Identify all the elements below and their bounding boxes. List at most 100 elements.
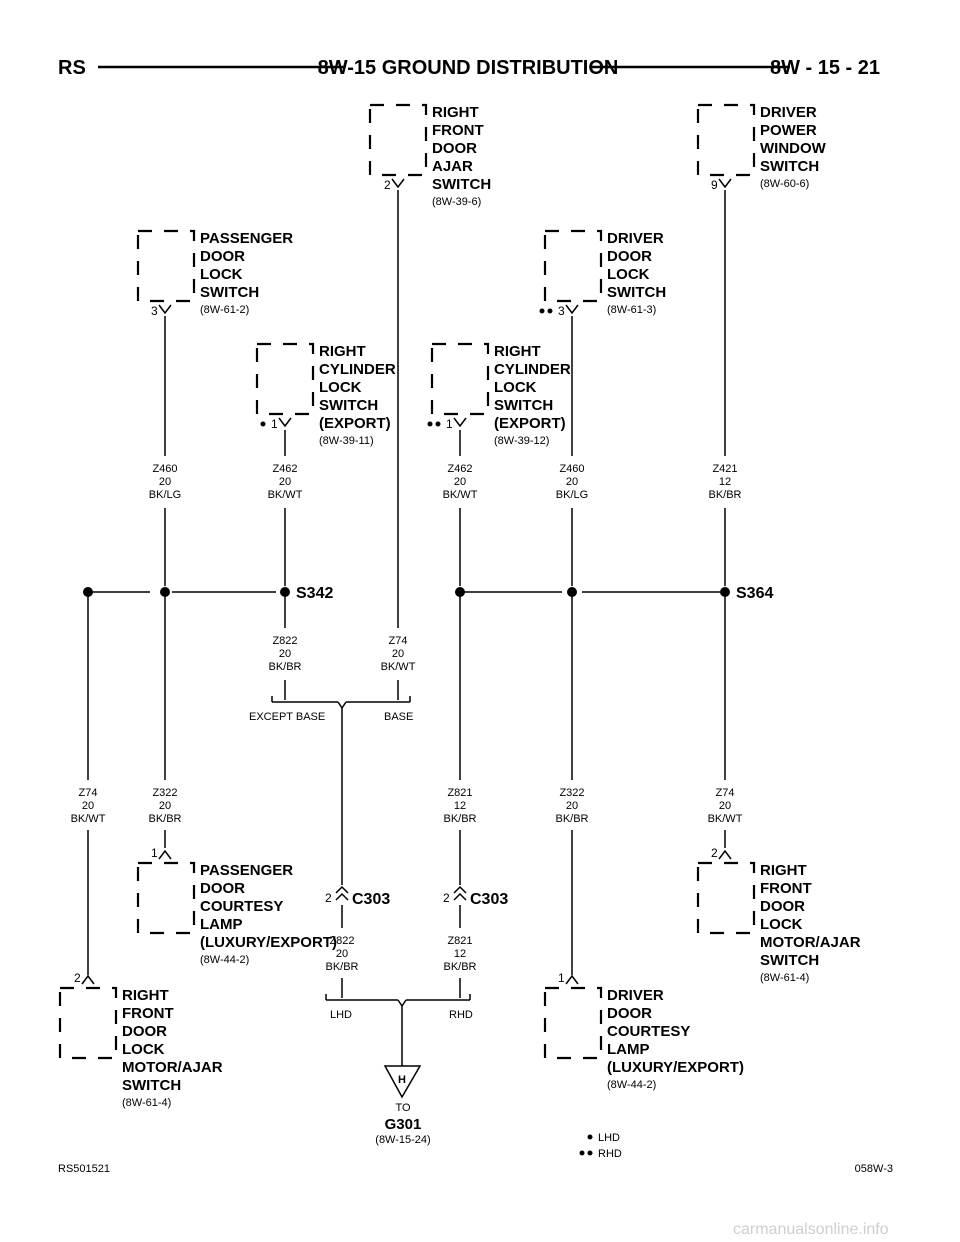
option-dot (539, 308, 545, 314)
component-label-line: LAMP (200, 916, 243, 933)
component-ref: (8W-61-2) (200, 304, 249, 316)
wire-label-line: BK/BR (268, 661, 301, 673)
pin-number: 1 (271, 417, 278, 431)
footer-left: RS501521 (58, 1163, 110, 1175)
wire-label-line: BK/WT (443, 489, 478, 501)
component-rcyl-lock-lhd: RIGHTCYLINDERLOCKSWITCH(EXPORT)(8W-39-11… (255, 342, 396, 447)
splice-node (567, 587, 577, 597)
components: RIGHTFRONTDOORAJARSWITCH(8W-39-6)2DRIVER… (58, 103, 861, 1109)
wire-label-line: 20 (279, 476, 291, 488)
component-label-line: DOOR (200, 880, 245, 897)
ground-symbol (383, 1065, 422, 1099)
splice-node (720, 587, 730, 597)
header-page: 8W - 15 - 21 (770, 57, 880, 79)
ground-marker: H (398, 1074, 406, 1086)
component-ref: (8W-61-3) (607, 304, 656, 316)
wire-label-line: Z822 (272, 635, 297, 647)
component-rf-lock-motor-right: RIGHTFRONTDOORLOCKMOTOR/AJARSWITCH(8W-61… (696, 846, 861, 984)
component-rcyl-lock-rhd: RIGHTCYLINDERLOCKSWITCH(EXPORT)(8W-39-12… (427, 342, 571, 447)
component-ref: (8W-44-2) (607, 1079, 656, 1091)
component-label-line: FRONT (432, 122, 484, 139)
component-label-line: LOCK (122, 1041, 165, 1058)
ground-to: TO (395, 1102, 411, 1114)
component-label-line: RIGHT (760, 862, 807, 879)
wire-label-line: BK/WT (71, 813, 106, 825)
wire-label-line: BK/LG (149, 489, 181, 501)
pin-number: 2 (384, 178, 391, 192)
component-label-line: (EXPORT) (494, 415, 566, 432)
component-label-line: DOOR (432, 140, 477, 157)
ground-ref: (8W-15-24) (375, 1134, 430, 1146)
component-label-line: LOCK (494, 379, 537, 396)
splice-node (83, 587, 93, 597)
component-label-line: LAMP (607, 1041, 650, 1058)
wire-label-line: 20 (566, 476, 578, 488)
option-base: BASE (384, 711, 413, 723)
component-box (136, 861, 196, 935)
component-rf-lock-motor-left: RIGHTFRONTDOORLOCKMOTOR/AJARSWITCH(8W-61… (58, 971, 223, 1109)
component-label-line: PASSENGER (200, 862, 293, 879)
component-box (368, 103, 428, 177)
wire-label-line: BK/BR (443, 813, 476, 825)
wire-label-line: 20 (279, 648, 291, 660)
component-label-line: (EXPORT) (319, 415, 391, 432)
component-ref: (8W-44-2) (200, 954, 249, 966)
component-label-line: (LUXURY/EXPORT) (200, 934, 337, 951)
wire-label-line: BK/BR (555, 813, 588, 825)
component-label-line: DOOR (122, 1023, 167, 1040)
option-except-base: EXCEPT BASE (249, 711, 325, 723)
component-box (696, 103, 756, 177)
wire-label-line: BK/WT (268, 489, 303, 501)
wire-label-line: 20 (336, 948, 348, 960)
header-title: 8W-15 GROUND DISTRIBUTION (318, 57, 619, 79)
option-lhd: LHD (330, 1009, 352, 1021)
wire-label-line: BK/BR (325, 961, 358, 973)
component-label-line: LOCK (607, 266, 650, 283)
wire-label-line: 20 (159, 800, 171, 812)
wire-label-line: Z462 (272, 463, 297, 475)
pin-number: 3 (151, 304, 158, 318)
component-label-line: RIGHT (494, 343, 541, 360)
component-label-line: DOOR (607, 248, 652, 265)
pin-symbol (81, 974, 95, 985)
component-pass-courtesy: PASSENGERDOORCOURTESYLAMP(LUXURY/EXPORT)… (136, 846, 337, 966)
component-box (543, 229, 603, 303)
wire-label-line: BK/WT (381, 661, 416, 673)
component-label-line: SWITCH (494, 397, 553, 414)
component-label-line: SWITCH (122, 1077, 181, 1094)
legend-dot-single (587, 1134, 593, 1140)
pin-symbol (278, 417, 292, 428)
pin-symbol (718, 178, 732, 189)
component-label-line: DOOR (760, 898, 805, 915)
pin-number: 1 (151, 846, 158, 860)
splice-s364: S364 (736, 585, 773, 602)
wire-label-line: BK/BR (148, 813, 181, 825)
wires (83, 190, 730, 1066)
wire-label-line: 12 (454, 800, 466, 812)
wire-label-line: Z462 (447, 463, 472, 475)
component-label-line: DRIVER (607, 987, 664, 1004)
component-label-line: RIGHT (432, 104, 479, 121)
legend-rhd: RHD (598, 1148, 622, 1160)
wire-label-line: Z460 (559, 463, 584, 475)
legend-dot-double-2 (587, 1150, 593, 1156)
component-box (58, 986, 118, 1060)
component-label-line: LOCK (200, 266, 243, 283)
component-label-line: CYLINDER (494, 361, 571, 378)
pin-symbol (718, 849, 732, 860)
component-label-line: COURTESY (200, 898, 283, 915)
pin-number: 1 (446, 417, 453, 431)
pin-number: 1 (558, 971, 565, 985)
component-label-line: WINDOW (760, 140, 827, 157)
wire-label-line: Z421 (712, 463, 737, 475)
